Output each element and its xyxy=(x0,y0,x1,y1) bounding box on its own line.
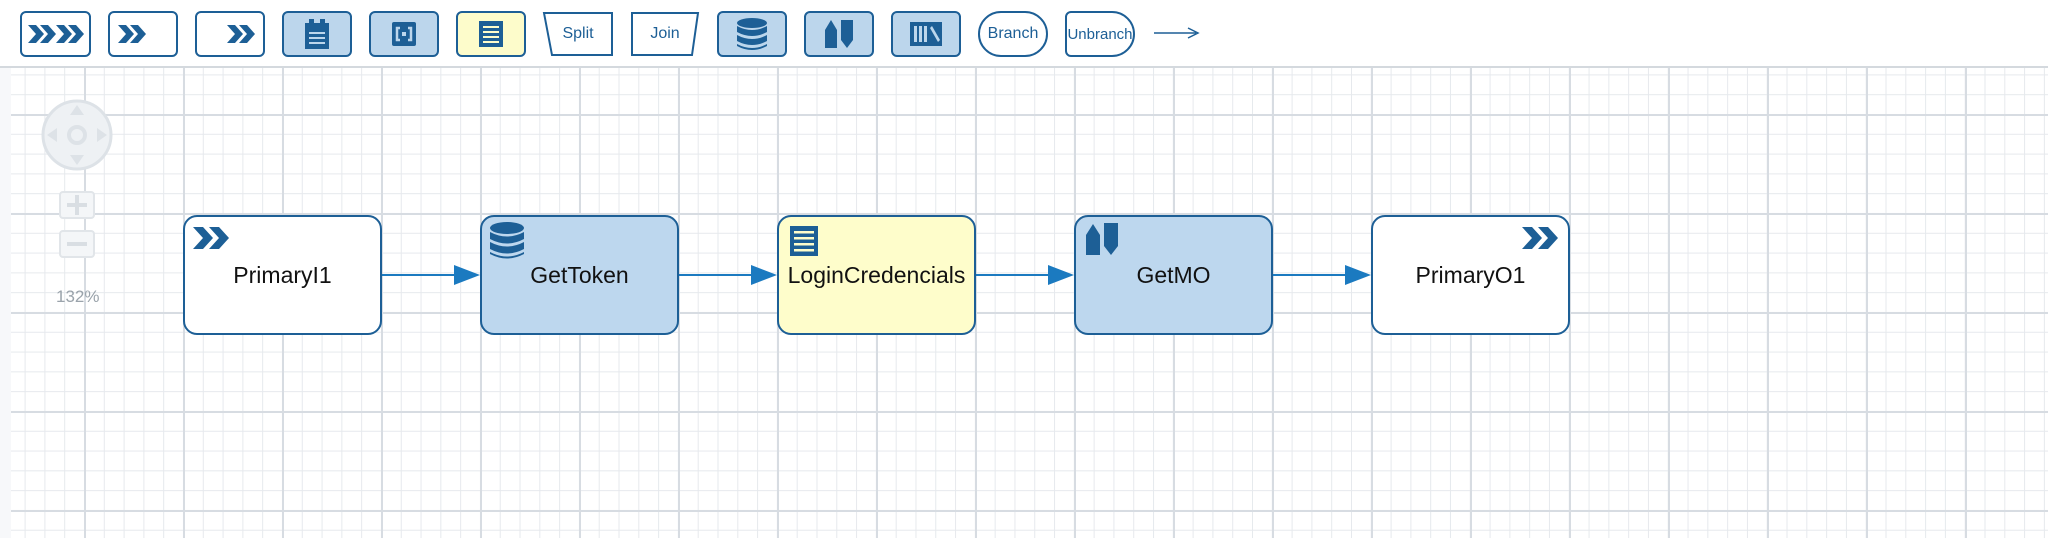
connector-icon xyxy=(825,20,853,48)
node-label: GetToken xyxy=(530,261,629,288)
primary-input-pair-tool[interactable] xyxy=(20,11,91,57)
database-icon xyxy=(488,221,526,266)
database-icon xyxy=(737,18,767,50)
library-tool[interactable] xyxy=(891,11,961,57)
node-label: PrimaryI1 xyxy=(233,261,332,288)
edge-3[interactable] xyxy=(976,265,1074,285)
unbranch-label: Unbranch xyxy=(1067,25,1133,43)
edge-1[interactable] xyxy=(382,265,480,285)
canvas-left-gutter xyxy=(0,68,11,538)
connector-arrow-tool[interactable] xyxy=(1152,22,1200,44)
connector-tool[interactable] xyxy=(804,11,874,57)
split-label: Split xyxy=(562,25,594,42)
plus-icon xyxy=(59,191,95,219)
connector-icon xyxy=(1084,221,1120,262)
zoom-level: 132% xyxy=(56,287,100,306)
pan-icon xyxy=(41,99,113,171)
node-login-credencials[interactable]: LoginCredencials xyxy=(777,215,976,335)
primary-output-tool[interactable] xyxy=(195,11,265,57)
edge-2[interactable] xyxy=(679,265,777,285)
node-label: LoginCredencials xyxy=(787,261,966,288)
branch-tool[interactable]: Branch xyxy=(978,11,1048,57)
zoom-out-button[interactable] xyxy=(58,229,96,264)
library-icon xyxy=(910,22,942,46)
split-tool[interactable]: Split xyxy=(542,11,614,57)
list-icon xyxy=(789,225,819,262)
list-icon xyxy=(479,21,503,47)
branch-label: Branch xyxy=(987,25,1039,42)
node-label: GetMO xyxy=(1136,261,1211,288)
zoom-in-button[interactable] xyxy=(58,190,96,225)
edge-4[interactable] xyxy=(1273,265,1371,285)
list-block-tool[interactable] xyxy=(456,11,526,57)
pan-control[interactable] xyxy=(40,98,114,177)
chevrons-icon xyxy=(227,25,255,43)
arrow-right-icon xyxy=(1154,27,1200,39)
node-get-mo[interactable]: GetMO xyxy=(1074,215,1273,335)
split-shape-icon xyxy=(542,12,613,56)
double-chevron-icon xyxy=(27,25,84,43)
join-tool[interactable]: Join xyxy=(630,11,700,57)
form-filter-tool[interactable] xyxy=(282,11,352,57)
chevrons-icon xyxy=(1520,225,1562,256)
primary-input-tool[interactable] xyxy=(108,11,178,57)
chevrons-icon xyxy=(118,25,146,43)
code-block-tool[interactable] xyxy=(369,11,439,57)
chevrons-icon xyxy=(191,225,233,256)
form-icon xyxy=(305,19,329,49)
node-primary-input[interactable]: PrimaryI1 xyxy=(183,215,382,335)
join-label: Join xyxy=(650,25,680,42)
palette-toolbar: Split Join Branch xyxy=(0,0,2048,68)
node-label: PrimaryO1 xyxy=(1415,261,1526,288)
bracket-icon xyxy=(392,22,416,46)
database-tool[interactable] xyxy=(717,11,787,57)
node-primary-output[interactable]: PrimaryO1 xyxy=(1371,215,1570,335)
node-get-token[interactable]: GetToken xyxy=(480,215,679,335)
minus-icon xyxy=(59,230,95,258)
unbranch-tool[interactable]: Unbranch xyxy=(1065,11,1135,57)
join-shape-icon xyxy=(631,12,700,56)
